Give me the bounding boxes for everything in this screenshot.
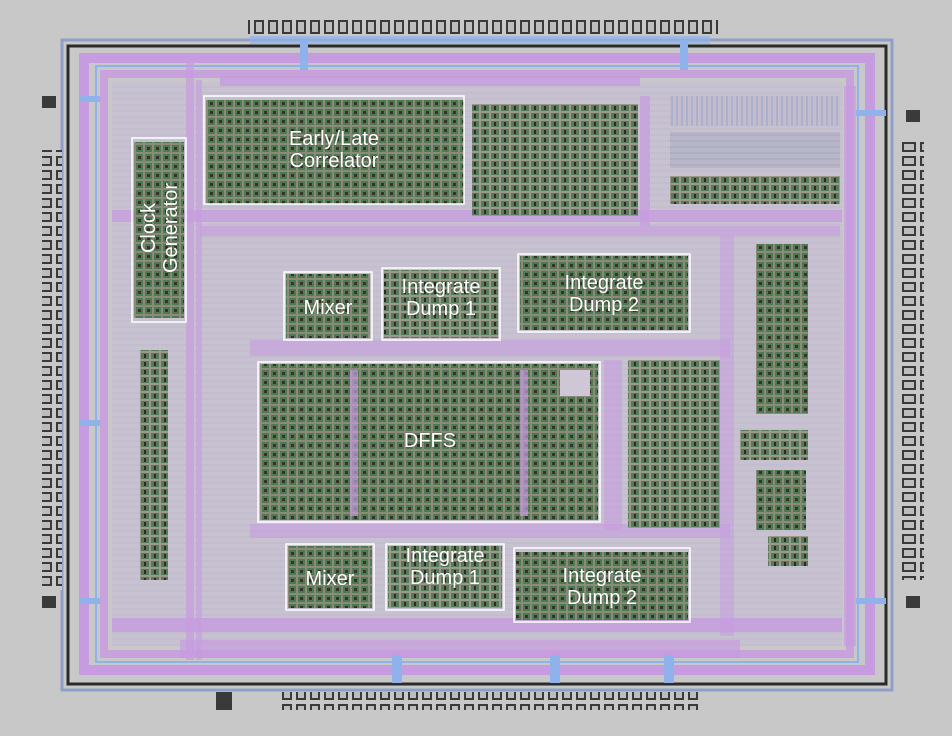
id2-bottom-line2: Dump 2 bbox=[566, 587, 638, 609]
integrate-dump1-bottom-label: Integrate Dump 1 bbox=[386, 545, 504, 589]
power-ring-outer bbox=[79, 53, 875, 675]
integrate-dump2-bottom-label: Integrate Dump 2 bbox=[514, 565, 690, 609]
id1-bottom-line2: Dump 1 bbox=[409, 567, 481, 589]
correlator-frame bbox=[203, 95, 465, 205]
logic-array-right bbox=[628, 360, 720, 528]
id1-top-line1: Integrate bbox=[401, 276, 481, 298]
id2-bottom-line1: Integrate bbox=[562, 565, 642, 587]
id2-top-line2: Dump 2 bbox=[568, 294, 640, 316]
mixer-top-frame bbox=[283, 271, 373, 341]
id1-top-cells bbox=[384, 270, 498, 338]
dffs-label: DFFS bbox=[380, 430, 480, 452]
mixer-bottom-cells bbox=[288, 546, 372, 608]
mixer-top-label: Mixer bbox=[284, 297, 372, 319]
mixer-bottom-label: Mixer bbox=[286, 568, 374, 590]
mixer-top-cells bbox=[286, 274, 370, 338]
integrate-dump1-top-label: Integrate Dump 1 bbox=[382, 276, 500, 320]
left-pad-column bbox=[42, 150, 62, 590]
clock-generator-label: Clock Generator bbox=[138, 178, 182, 278]
integrate-dump2-top-label: Integrate Dump 2 bbox=[518, 272, 690, 316]
id1-bottom-frame bbox=[385, 543, 505, 611]
mixer-top-label-text: Mixer bbox=[303, 297, 353, 319]
id1-top-frame bbox=[381, 267, 501, 341]
mixer-bottom-frame bbox=[285, 543, 375, 611]
top-pad-row bbox=[248, 16, 718, 36]
dffs-label-text: DFFS bbox=[403, 430, 457, 452]
id2-bottom-frame bbox=[513, 547, 691, 623]
id2-top-frame bbox=[517, 253, 691, 333]
correlator-label-line2: Correlator bbox=[289, 150, 379, 172]
correlator-label-line1: Early/Late bbox=[288, 128, 380, 150]
outer-ring bbox=[66, 44, 888, 686]
id2-top-line1: Integrate bbox=[564, 272, 644, 294]
correlator-cells bbox=[206, 100, 464, 204]
clock-cells bbox=[134, 142, 184, 318]
register-strip bbox=[670, 96, 840, 126]
id1-top-line2: Dump 1 bbox=[405, 298, 477, 320]
id2-top-cells bbox=[520, 256, 688, 330]
bottom-pad-row bbox=[278, 692, 698, 710]
correlator-label: Early/Late Correlator bbox=[254, 128, 414, 172]
dffs-cells bbox=[260, 364, 598, 520]
right-pad-column bbox=[902, 140, 924, 580]
dffs-frame bbox=[257, 361, 601, 523]
id1-bottom-cells bbox=[388, 546, 502, 608]
mixer-bottom-label-text: Mixer bbox=[305, 568, 355, 590]
clock-frame bbox=[131, 137, 187, 323]
clock-label-line2: Generator bbox=[160, 182, 182, 274]
power-ring-blue bbox=[95, 65, 859, 663]
id2-bottom-cells bbox=[516, 552, 688, 620]
logic-array-top bbox=[472, 104, 638, 216]
clock-label-line1: Clock bbox=[138, 203, 160, 254]
id1-bottom-line1: Integrate bbox=[405, 545, 485, 567]
